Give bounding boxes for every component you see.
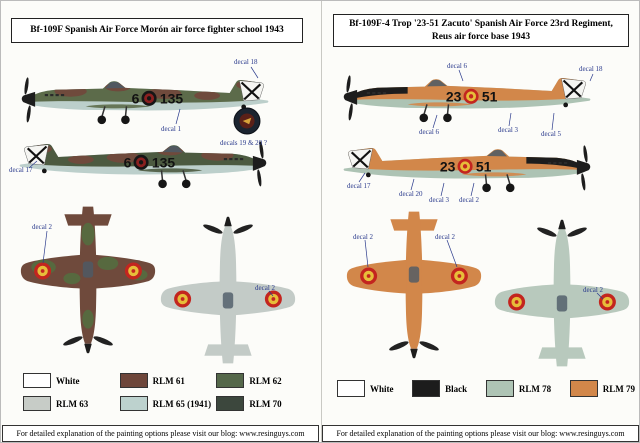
color-name: RLM 63 <box>56 398 89 409</box>
decal-label: decal 2 <box>353 233 374 241</box>
decal-label: decal 17 <box>9 166 33 174</box>
right-footer: For detailed explanation of the painting… <box>322 425 639 442</box>
unit-emblem <box>233 107 261 135</box>
right-color-legend: White Black RLM 78 RLM 79 <box>337 380 635 397</box>
decal-label: decals 19 & 20 ? <box>220 139 268 147</box>
color-name: RLM 79 <box>602 383 635 394</box>
fuselage-number-front: 23 <box>446 89 462 105</box>
legend-item: RLM 70 <box>216 396 313 411</box>
right-title-box: Bf-109F-4 Trop '23-51 Zacuto' Spanish Ai… <box>333 14 629 47</box>
legend-item: RLM 65 (1941) <box>119 396 217 411</box>
color-swatch <box>569 380 598 397</box>
legend-item: RLM 63 <box>23 396 120 411</box>
decal-label: decal 2 <box>583 286 604 294</box>
decal-label: decal 2 <box>459 196 480 204</box>
color-swatch <box>216 373 245 388</box>
color-swatch <box>23 373 51 388</box>
legend-item: White <box>23 373 120 388</box>
left-footer-text: For detailed explanation of the painting… <box>16 429 305 438</box>
color-name: RLM 70 <box>249 398 282 409</box>
left-aircraft-profile-2: 6 135 <box>11 137 269 193</box>
legend-item: RLM 62 <box>216 373 313 388</box>
legend-item: White <box>337 380 394 397</box>
fuselage-number-rear: 51 <box>476 159 492 175</box>
right-fuselage-code-2: 23 51 <box>440 159 492 175</box>
left-footer: For detailed explanation of the painting… <box>2 425 319 442</box>
fuselage-number-rear: 135 <box>160 91 184 107</box>
left-aircraft-profile-1: 6 135 <box>19 73 277 129</box>
panel-divider <box>321 1 322 442</box>
right-aircraft-profile-1: 23 51 <box>341 71 599 127</box>
color-swatch <box>412 380 441 397</box>
legend-item: RLM 78 <box>485 380 552 397</box>
color-swatch <box>216 396 245 411</box>
decal-label: decal 2 <box>435 233 456 241</box>
left-fuselage-code-2: 6 135 <box>124 155 176 171</box>
color-name: Black <box>445 383 468 394</box>
right-aircraft-topview <box>343 206 485 362</box>
right-fuselage-code-1: 23 51 <box>446 89 498 105</box>
right-aircraft-underside <box>491 216 633 372</box>
fuselage-number-rear: 51 <box>482 89 498 105</box>
decal-label: decal 5 <box>541 130 562 138</box>
left-title-box: Bf-109F Spanish Air Force Morón air forc… <box>11 18 303 43</box>
right-title-line2: Reus air force base 1943 <box>431 31 531 42</box>
fuselage-number-front: 6 <box>124 155 132 171</box>
decal-label: decal 20 <box>399 190 423 198</box>
decal-label: decal 6 <box>419 128 440 136</box>
color-name: RLM 65 (1941) <box>152 398 212 409</box>
decal-label: decal 1 <box>161 125 182 133</box>
fuselage-number-front: 23 <box>440 159 456 175</box>
color-swatch <box>119 373 148 388</box>
color-name: RLM 78 <box>518 383 552 394</box>
decal-label: decal 6 <box>447 62 468 70</box>
right-aircraft-profile-2: 23 51 <box>335 141 593 197</box>
color-swatch <box>337 380 365 397</box>
color-name: White <box>56 375 80 386</box>
decal-label: decal 3 <box>498 126 519 134</box>
decal-label: decal 17 <box>347 182 371 190</box>
left-color-legend: White RLM 61 RLM 62 RLM 63 RLM 65 (1941)… <box>23 373 313 411</box>
decal-label: decal 2 <box>32 223 53 231</box>
legend-item: RLM 61 <box>119 373 217 388</box>
fuselage-number-rear: 135 <box>152 155 176 171</box>
color-name: RLM 62 <box>249 375 282 386</box>
color-swatch <box>23 396 51 411</box>
fuselage-number-front: 6 <box>132 91 140 107</box>
decal-label: decal 2 <box>255 284 276 292</box>
decal-label: decal 3 <box>429 196 450 204</box>
left-fuselage-code-1: 6 135 <box>132 91 184 107</box>
left-aircraft-underside <box>157 213 299 369</box>
right-title-line1: Bf-109F-4 Trop '23-51 Zacuto' Spanish Ai… <box>349 18 613 29</box>
color-name: RLM 61 <box>152 375 185 386</box>
right-footer-text: For detailed explanation of the painting… <box>336 429 625 438</box>
left-title: Bf-109F Spanish Air Force Morón air forc… <box>30 25 284 36</box>
color-swatch <box>119 396 148 411</box>
decal-label: decal 18 <box>579 65 603 73</box>
legend-item: Black <box>412 380 467 397</box>
color-swatch <box>485 380 514 397</box>
decal-label: decal 18 <box>234 58 258 66</box>
color-name: White <box>370 383 394 394</box>
legend-item: RLM 79 <box>569 380 635 397</box>
